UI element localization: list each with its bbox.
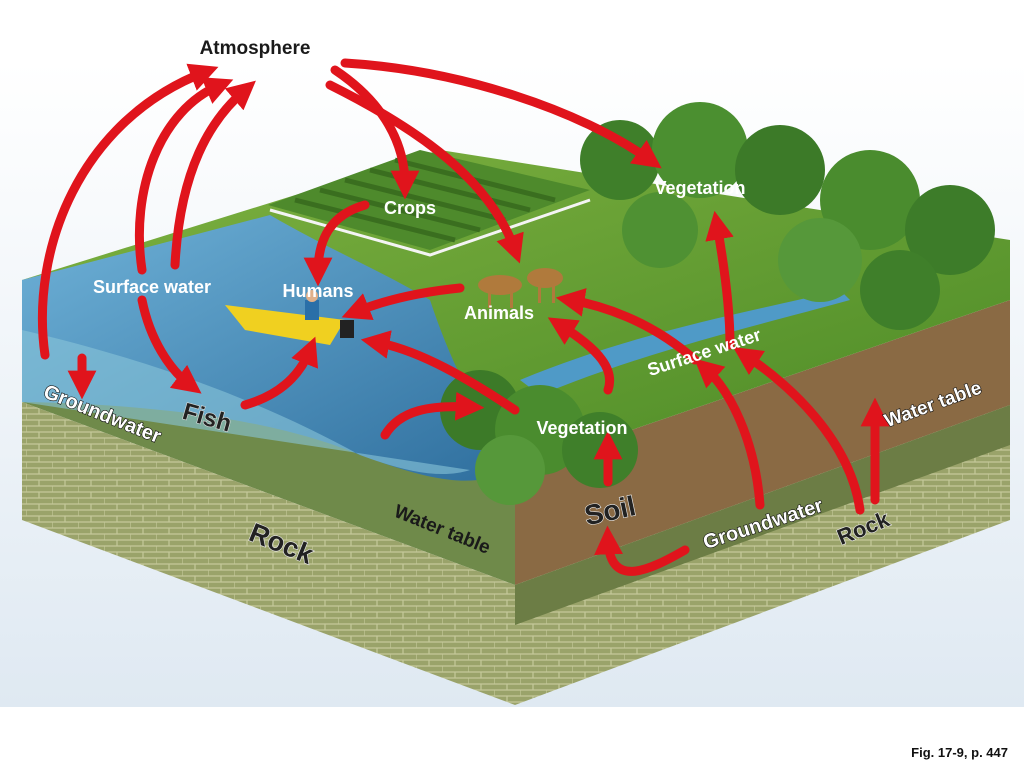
tree-cluster-right xyxy=(580,102,995,330)
fence xyxy=(269,198,591,257)
front-left-face-rock xyxy=(22,402,515,705)
figure-caption: Fig. 17-9, p. 447 xyxy=(911,745,1008,760)
label-humans: Humans xyxy=(282,281,353,301)
deer-animals xyxy=(478,268,563,308)
label-atmosphere: Atmosphere xyxy=(200,38,311,59)
label-vegetation-top: Vegetation xyxy=(654,178,745,198)
label-surface-water-left: Surface water xyxy=(93,277,211,297)
flow-arrows xyxy=(37,58,890,576)
bottom-band xyxy=(0,707,1024,768)
label-crops: Crops xyxy=(384,198,436,218)
label-vegetation-mid: Vegetation xyxy=(536,418,627,438)
boat xyxy=(225,290,354,345)
label-animals: Animals xyxy=(464,303,534,323)
lake-water xyxy=(22,215,515,481)
top-band xyxy=(0,0,1024,62)
front-right-face-soil xyxy=(515,300,1010,585)
